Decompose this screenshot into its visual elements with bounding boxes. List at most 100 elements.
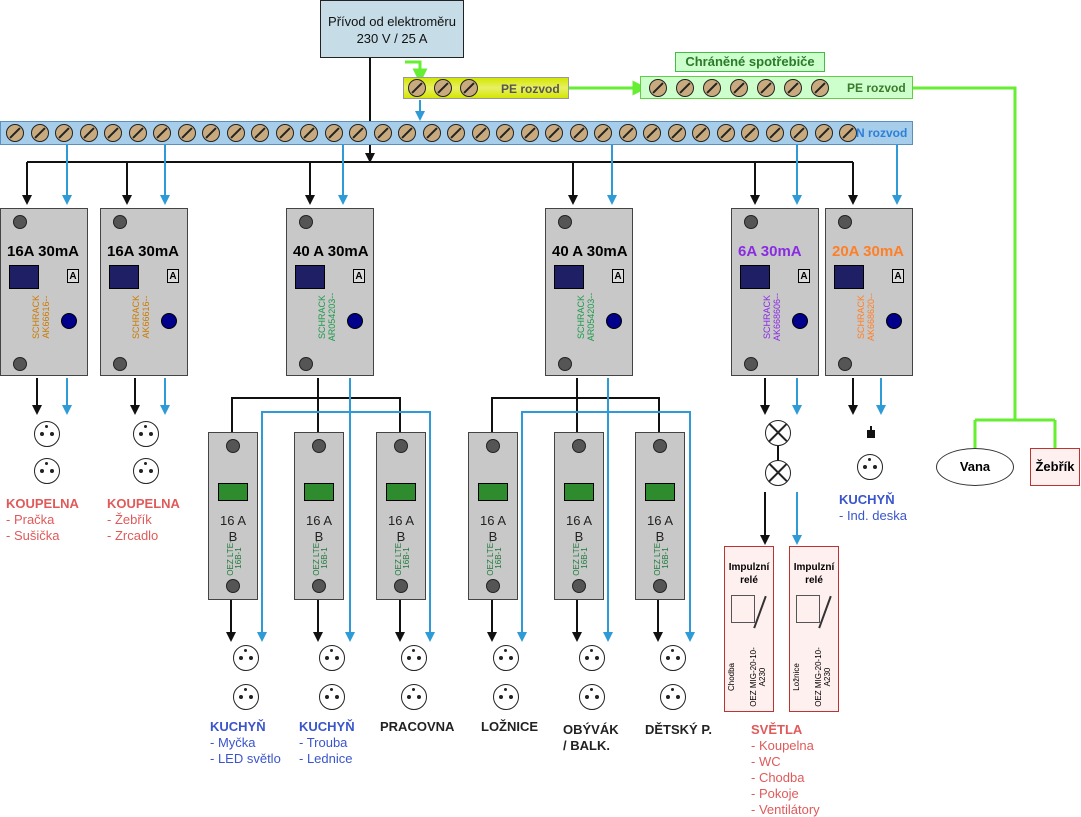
socket-icon xyxy=(401,684,427,710)
screw xyxy=(226,579,240,593)
mcb-curve: B xyxy=(655,529,665,544)
socket-icon xyxy=(319,684,345,710)
terminal xyxy=(55,124,73,142)
mcb-breaker: 16 A B OEZ LTE-16B-1 xyxy=(376,432,426,600)
rcd-rating: 20A 30mA xyxy=(832,243,904,260)
room-item: - Lednice xyxy=(299,751,353,766)
screw xyxy=(486,579,500,593)
rcd-toggle xyxy=(109,265,139,289)
rcd-type-label: A xyxy=(892,269,904,283)
screw xyxy=(312,439,326,453)
rcd-breaker: 16A 30mA A SCHRACK AK66616-- xyxy=(100,208,188,376)
relay-switch-icon xyxy=(753,595,767,629)
rcd-model-text: SCHRACK AR054203-- xyxy=(317,292,337,342)
terminal xyxy=(373,124,392,142)
room-kuchyn-3: KUCHYŇ - Ind. deska xyxy=(839,492,907,524)
mcb-rating: 16 A xyxy=(479,513,507,528)
socket-icon xyxy=(579,645,605,671)
pe-bar-1: PE rozvod xyxy=(403,77,569,99)
terminal xyxy=(667,124,686,142)
room-title: SVĚTLA xyxy=(751,722,803,737)
mcb-toggle xyxy=(645,483,675,501)
screw xyxy=(838,357,852,371)
room-item: - Pračka xyxy=(6,512,55,527)
socket-icon xyxy=(133,421,159,447)
room-obyvak: OBÝVÁK / BALK. xyxy=(563,722,619,754)
room-item: - Zrcadlo xyxy=(107,528,159,543)
terminal xyxy=(811,78,829,97)
screw xyxy=(572,439,586,453)
screw xyxy=(744,215,758,229)
screw xyxy=(572,579,586,593)
screw xyxy=(558,215,572,229)
rcd-rating: 16A 30mA xyxy=(7,243,79,260)
rcd-toggle xyxy=(295,265,325,289)
bathtub-node: Vana xyxy=(936,448,1014,486)
rcd-type-label: A xyxy=(798,269,810,283)
screw xyxy=(13,215,27,229)
rcd-model-text: SCHRACK AK668606-- xyxy=(762,292,782,342)
mcb-breaker: 16 A B OEZ LTE-16B-1 xyxy=(554,432,604,600)
neutral-wires xyxy=(62,100,902,642)
terminal xyxy=(730,78,748,97)
rcd-type-label: A xyxy=(353,269,365,283)
n-bar-label: N rozvod xyxy=(856,126,908,140)
socket-icon xyxy=(34,421,60,447)
mcb-rating: 16 A xyxy=(565,513,593,528)
terminal xyxy=(422,124,441,142)
screw xyxy=(312,579,326,593)
impulse-relay: Impulzní relé Ložnice OEZ MIG-20-10-A230 xyxy=(789,546,839,712)
room-svetla: SVĚTLA - Koupelna - WC - Chodba - Pokoje… xyxy=(751,722,820,817)
terminal xyxy=(765,124,784,142)
terminal xyxy=(741,124,759,142)
terminal xyxy=(618,124,637,142)
room-title-2: / BALK. xyxy=(563,738,610,753)
terminal xyxy=(202,124,220,142)
room-title: KUCHYŇ xyxy=(299,719,355,734)
rcd-breaker: 20A 30mA A SCHRACK AK668620-- xyxy=(825,208,913,376)
terminal xyxy=(520,124,539,142)
room-title: KOUPELNA xyxy=(6,496,79,511)
mcb-model-text: OEZ LTE-16B-1 xyxy=(394,540,411,576)
room-item: - Trouba xyxy=(299,735,348,750)
terminal xyxy=(784,78,802,97)
mcb-breaker: 16 A B OEZ LTE-16B-1 xyxy=(208,432,258,600)
test-button-icon xyxy=(61,313,77,329)
room-title: KOUPELNA xyxy=(107,496,180,511)
terminal xyxy=(300,124,318,142)
lamp-icon xyxy=(765,420,791,446)
room-kuchyn-1: KUCHYŇ - Myčka - LED světlo xyxy=(210,719,281,767)
rcd-model-text: SCHRACK AK66616-- xyxy=(131,295,151,340)
socket-icon xyxy=(133,458,159,484)
lamp-icon xyxy=(765,460,791,486)
terminal xyxy=(434,79,452,97)
terminal xyxy=(814,124,833,142)
rcd-type-label: A xyxy=(167,269,179,283)
terminal xyxy=(839,124,857,142)
socket-icon xyxy=(493,645,519,671)
terminal xyxy=(349,124,367,142)
room-title: PRACOVNA xyxy=(380,719,455,734)
mcb-toggle xyxy=(304,483,334,501)
terminal xyxy=(692,124,710,142)
plug-icon xyxy=(867,426,875,438)
rcd-type-label: A xyxy=(612,269,624,283)
mcb-breaker: 16 A B OEZ LTE-16B-1 xyxy=(294,432,344,600)
socket-icon xyxy=(34,458,60,484)
room-kuchyn-2: KUCHYŇ - Trouba - Lednice xyxy=(299,719,355,767)
mcb-model-text: OEZ LTE-16B-1 xyxy=(312,540,329,576)
mcb-breaker: 16 A B OEZ LTE-16B-1 xyxy=(635,432,685,600)
terminal xyxy=(447,124,465,142)
terminal xyxy=(177,124,196,142)
terminal xyxy=(128,124,147,142)
mcb-breaker: 16 A B OEZ LTE-16B-1 xyxy=(468,432,518,600)
room-item: - WC xyxy=(751,754,781,769)
room-item: - Koupelna xyxy=(751,738,814,753)
rcd-toggle xyxy=(740,265,770,289)
mcb-curve: B xyxy=(314,529,324,544)
socket-icon xyxy=(660,645,686,671)
room-detsky: DĚTSKÝ P. xyxy=(645,722,712,738)
rcd-model-text: SCHRACK AR054203-- xyxy=(576,292,596,342)
